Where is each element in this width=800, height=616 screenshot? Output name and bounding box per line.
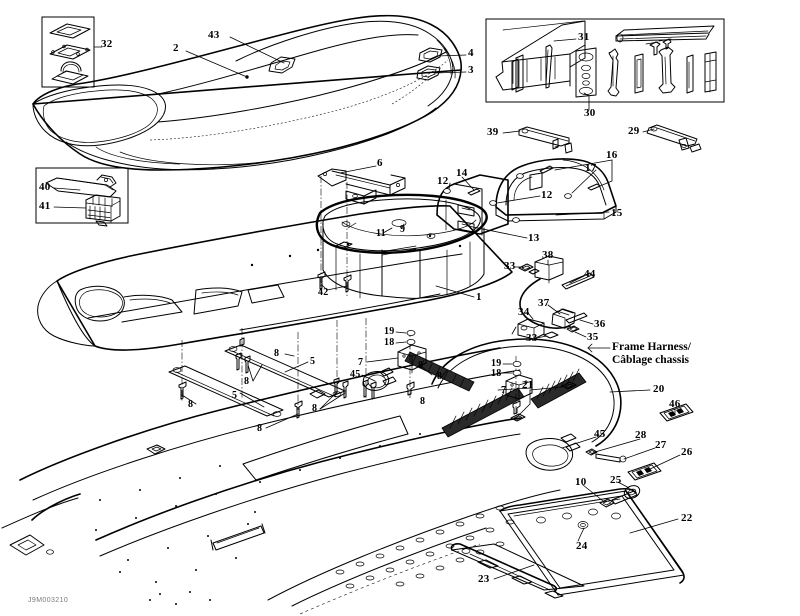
- fastener-group-left: [362, 329, 427, 398]
- callout-45-right: 45: [594, 428, 606, 440]
- callout-19-left: 19: [384, 326, 395, 337]
- part-39: [518, 126, 573, 154]
- callout-8-a: 8: [418, 360, 424, 371]
- callout-8-f: 8: [188, 399, 194, 410]
- callout-7-right: 7: [501, 385, 507, 396]
- callout-9: 9: [400, 224, 406, 235]
- callout-23: 23: [478, 573, 490, 585]
- callout-8-b: 8: [437, 371, 443, 382]
- callout-22: 22: [681, 512, 693, 524]
- callout-38: 38: [542, 249, 554, 261]
- callout-32: 32: [101, 38, 113, 50]
- callout-31: 31: [578, 31, 590, 43]
- harness-label-line-1: Frame Harness/: [612, 341, 691, 353]
- callout-33-upper: 33: [504, 260, 516, 272]
- callout-46: 46: [669, 398, 681, 410]
- callout-18-right: 18: [491, 368, 502, 379]
- callout-1: 1: [476, 291, 482, 303]
- frame-harness-20: [431, 338, 622, 447]
- frame-harness-annotation: Frame Harness/ Câblage chassis: [612, 341, 691, 366]
- callout-44: 44: [584, 268, 596, 280]
- side-rail-8: [404, 351, 475, 392]
- callout-13: 13: [528, 232, 540, 244]
- callout-33-lower: 33: [526, 332, 538, 344]
- callout-16: 16: [606, 149, 618, 161]
- leader-lines: [53, 36, 681, 580]
- callout-20: 20: [653, 383, 665, 395]
- inset-box-32: [41, 16, 95, 88]
- callout-27: 27: [655, 439, 667, 451]
- seat-assembly: [32, 14, 462, 171]
- callout-37: 37: [538, 297, 550, 309]
- callout-8-h: 8: [312, 403, 318, 414]
- callout-15: 15: [611, 207, 623, 219]
- callout-17: 17: [585, 162, 597, 174]
- callout-45-left: 45: [350, 369, 361, 380]
- callout-29: 29: [628, 125, 640, 137]
- callout-28: 28: [635, 429, 647, 441]
- fastener-group-right: [505, 356, 533, 418]
- callout-41: 41: [39, 200, 51, 212]
- callout-24: 24: [576, 540, 588, 552]
- callout-8-e: 8: [244, 376, 250, 387]
- callout-36: 36: [594, 318, 606, 330]
- callout-11: 11: [376, 228, 386, 239]
- backrest-15: [495, 158, 617, 223]
- side-trim-13: [436, 174, 509, 236]
- callout-25: 25: [610, 474, 622, 486]
- callout-39: 39: [487, 126, 499, 138]
- bracket-6: [317, 168, 406, 205]
- callout-5-a: 5: [310, 356, 316, 367]
- callout-30: 30: [584, 107, 596, 119]
- callout-14: 14: [456, 167, 468, 179]
- callout-7-left: 7: [358, 357, 364, 368]
- linkage-rods-5: [168, 318, 377, 419]
- callout-3: 3: [468, 64, 474, 76]
- callout-2: 2: [173, 42, 179, 54]
- callout-40: 40: [39, 181, 51, 193]
- harness-connectors: [517, 255, 595, 341]
- callout-6: 6: [377, 157, 383, 169]
- callout-8-c: 8: [420, 396, 426, 407]
- small-parts-group: [525, 403, 694, 499]
- callout-18-left: 18: [384, 337, 395, 348]
- callout-10: 10: [575, 476, 587, 488]
- harness-label-line-2: Câblage chassis: [612, 353, 689, 366]
- drawing-number-watermark: J9M003210: [28, 597, 69, 604]
- callout-19-right: 19: [491, 358, 502, 369]
- panel-and-rails: [450, 487, 685, 599]
- callout-8-g: 8: [257, 423, 263, 434]
- callout-34: 34: [518, 306, 530, 318]
- callout-4: 4: [468, 47, 474, 59]
- callout-42: 42: [318, 287, 329, 298]
- callout-8-d: 8: [274, 348, 280, 359]
- callout-12-right: 12: [541, 189, 553, 201]
- screws-42: [317, 176, 352, 296]
- callout-26: 26: [681, 446, 693, 458]
- callout-21: 21: [522, 379, 534, 391]
- callout-35: 35: [587, 331, 599, 343]
- callout-43: 43: [208, 29, 220, 41]
- part-29: [646, 124, 702, 153]
- callout-5-b: 5: [232, 390, 238, 401]
- callout-12-left: 12: [437, 175, 449, 187]
- toolkit-box: [485, 18, 725, 103]
- storage-bin-11: [315, 193, 488, 299]
- inset-box-40-41: [35, 167, 129, 227]
